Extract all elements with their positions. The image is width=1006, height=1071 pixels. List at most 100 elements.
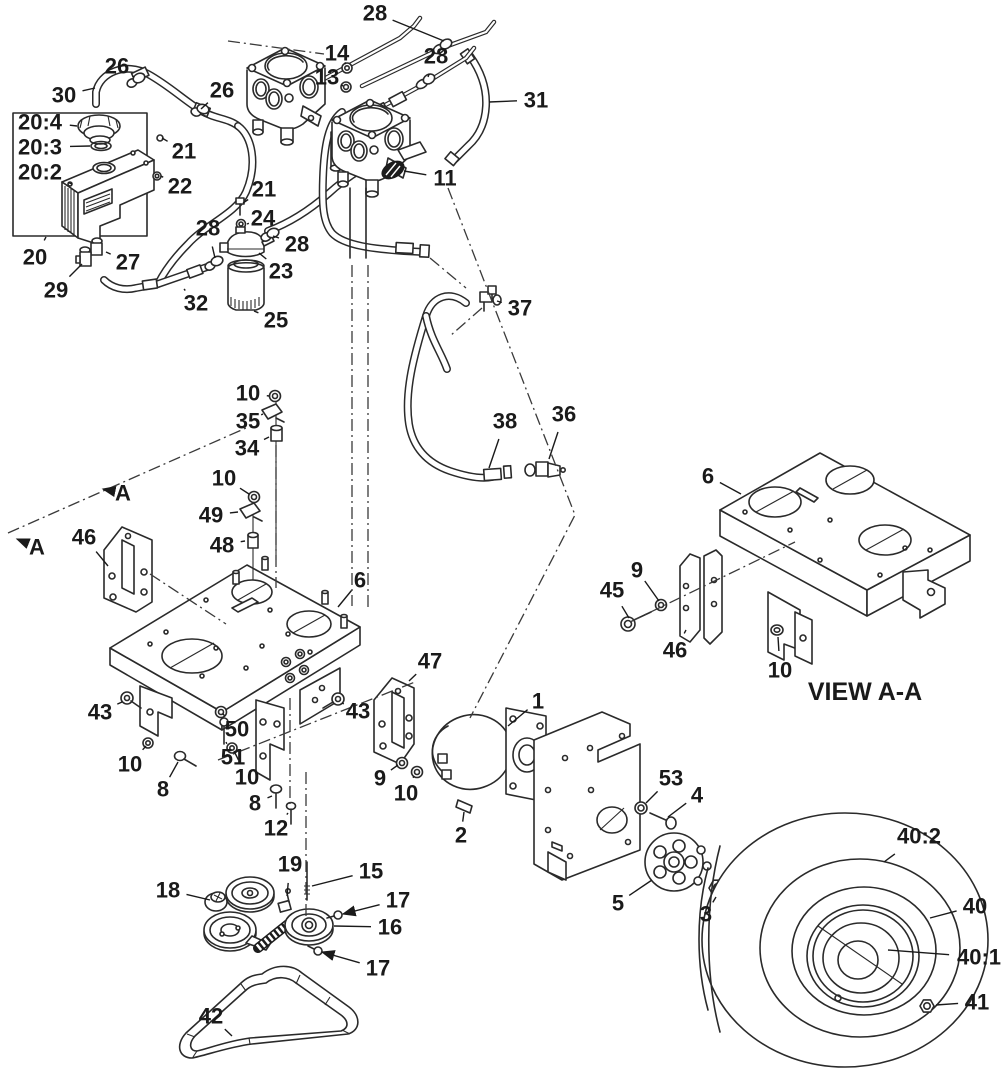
leader-line-20:2 xyxy=(67,181,73,185)
bolt-43-left xyxy=(120,691,134,705)
callout-9: 9 xyxy=(374,766,386,791)
reservoir-seal xyxy=(90,140,112,152)
idler-assembly-18 xyxy=(203,876,293,953)
reservoir-tank xyxy=(61,149,155,246)
leader-line-17 xyxy=(320,950,360,964)
leader-line-10 xyxy=(777,636,780,652)
valve-stem xyxy=(834,994,842,1002)
frame-ports xyxy=(280,648,310,684)
filter-canister-25 xyxy=(227,259,265,311)
callout-3: 3 xyxy=(700,902,712,927)
callout-38: 38 xyxy=(493,409,517,434)
callout-20: 20 xyxy=(23,245,47,270)
callout-47: 47 xyxy=(418,649,442,674)
leader-line-43 xyxy=(117,701,123,705)
screw-17-b xyxy=(307,945,323,956)
callout-24: 24 xyxy=(251,206,276,231)
leader-line-20:4 xyxy=(69,124,78,127)
callout-53: 53 xyxy=(659,766,683,791)
leader-line-48 xyxy=(240,540,246,543)
pump-knob-11 xyxy=(381,160,405,180)
bolt-4 xyxy=(649,812,677,830)
leader-line-A xyxy=(15,538,31,549)
callout-10: 10 xyxy=(235,765,259,790)
callout-48: 48 xyxy=(210,533,234,558)
callout-42: 42 xyxy=(199,1004,223,1029)
mount-stack-a xyxy=(261,389,285,560)
leader-line-24 xyxy=(246,222,250,225)
rim-40-1 xyxy=(806,904,920,1008)
nut-22 xyxy=(152,171,162,181)
hose-couplers xyxy=(130,47,513,482)
callout-8: 8 xyxy=(249,791,261,816)
leader-line-18 xyxy=(186,893,211,901)
bolt-8-mid xyxy=(269,784,283,794)
clamp-49 xyxy=(239,502,261,519)
callout-a: A xyxy=(115,481,131,506)
callout-18: 18 xyxy=(156,878,180,903)
clamp-35 xyxy=(261,403,283,420)
leader-line-26 xyxy=(200,102,209,110)
leader-line-31 xyxy=(488,100,518,103)
callout-46: 46 xyxy=(72,525,96,550)
callout-17: 17 xyxy=(366,956,390,981)
leader-line-43 xyxy=(341,702,345,705)
nut-10 xyxy=(247,490,261,504)
callout-2: 2 xyxy=(455,823,467,848)
hose-return xyxy=(154,122,257,288)
leader-line-45 xyxy=(621,605,630,619)
callout-35: 35 xyxy=(236,409,260,434)
fitting-26-a xyxy=(126,72,146,88)
callout-4: 4 xyxy=(691,783,704,808)
washer-13 xyxy=(340,81,352,93)
leader-line-14 xyxy=(344,62,347,65)
fitting-37 xyxy=(479,285,502,312)
callout-50: 50 xyxy=(225,717,249,742)
leader-line-21 xyxy=(242,198,249,204)
hose-pump-left-drain xyxy=(318,108,428,256)
callout-10: 10 xyxy=(236,381,260,406)
nut-10 xyxy=(268,389,282,403)
hose-32 xyxy=(100,262,214,294)
tire-40 xyxy=(698,812,989,1068)
leader-line-4 xyxy=(667,802,687,818)
leader-line-6 xyxy=(337,590,353,608)
callout-20-3: 20:3 xyxy=(18,135,62,160)
leader-line-10 xyxy=(239,487,250,495)
leader-line-51 xyxy=(225,741,228,745)
leader-line-42 xyxy=(224,1028,233,1037)
grommet-10 xyxy=(770,624,784,636)
leader-line-26 xyxy=(131,75,135,78)
wheel-hub-5 xyxy=(644,832,712,892)
callout-17: 17 xyxy=(386,888,410,913)
steel-lines xyxy=(319,15,497,125)
callout-28: 28 xyxy=(363,1,387,26)
leader-line-50 xyxy=(222,713,225,716)
hose-38 xyxy=(403,292,496,482)
callout-25: 25 xyxy=(264,308,288,333)
leader-line-1 xyxy=(507,709,529,727)
callout-9: 9 xyxy=(631,558,643,583)
leader-line-20 xyxy=(43,236,47,241)
callout-32: 32 xyxy=(184,291,208,316)
callout-15: 15 xyxy=(359,859,383,884)
hose-30 xyxy=(92,64,242,130)
leader-line-10 xyxy=(233,750,240,761)
view-aa-center-bracket xyxy=(767,591,813,665)
leader-line-5 xyxy=(628,879,653,896)
callout-21: 21 xyxy=(172,139,196,164)
motor-bracket xyxy=(533,711,641,881)
washer-9 xyxy=(395,756,409,770)
leader-line-15 xyxy=(311,875,353,887)
callout-27: 27 xyxy=(116,250,140,275)
reservoir-cap xyxy=(77,114,121,145)
callout-8: 8 xyxy=(157,777,169,802)
callout-view-a-a: VIEW A-A xyxy=(808,678,922,706)
fitting-28-a xyxy=(432,38,453,55)
callout-6: 6 xyxy=(702,464,714,489)
leader-line-8 xyxy=(267,795,273,799)
belt-42 xyxy=(178,965,359,1059)
leader-line-47 xyxy=(408,673,417,682)
